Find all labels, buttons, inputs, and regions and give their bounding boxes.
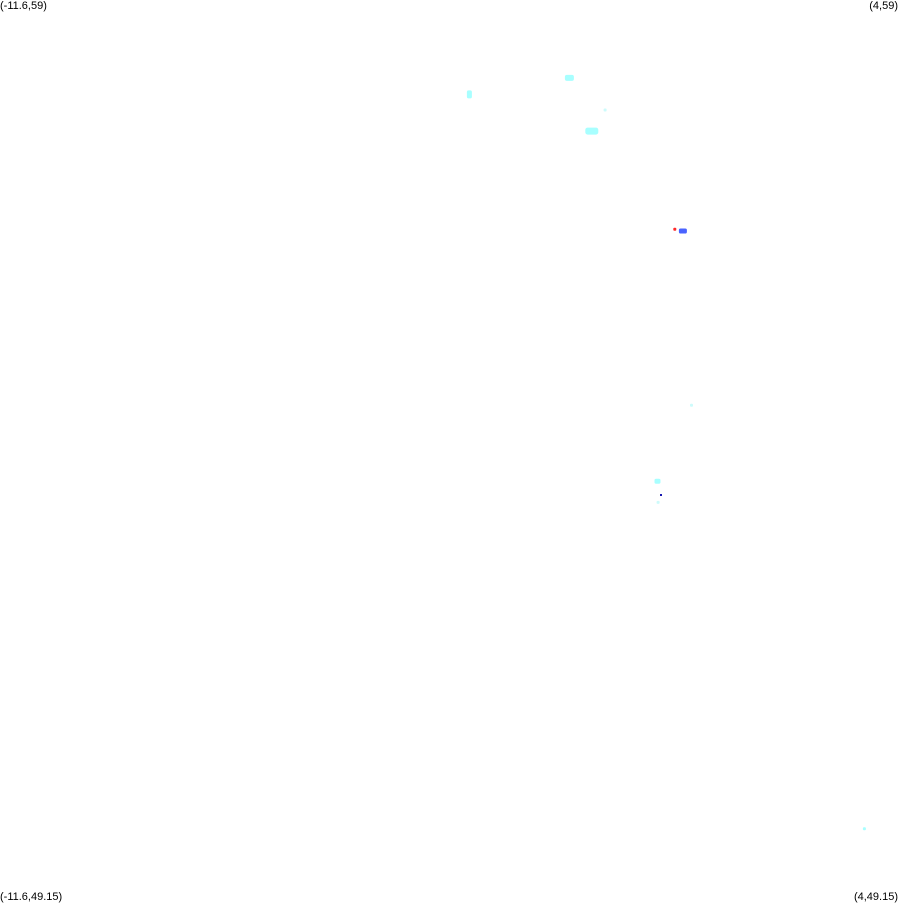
map-marker-light-cyan [603,108,607,112]
marker-layer [466,74,866,831]
corner-label-bottom-left: (-11.6,49.15) [0,891,63,903]
corner-label-bottom-right: (4,49.15) [853,891,898,903]
map-marker-light-cyan [690,403,693,407]
map-marker-cyan [585,127,599,135]
map-marker-light-cyan [656,500,660,504]
map-marker-cyan [862,827,866,831]
map-marker-cyan [654,478,661,484]
map-marker-cyan [466,90,472,99]
map-marker-cyan [564,74,574,81]
map-marker-red [673,227,677,231]
corner-label-top-right: (4,59) [869,0,898,12]
map-marker-blue [678,228,687,234]
corner-label-top-left: (-11.6,59) [0,0,47,12]
map-marker-dark-blue [660,494,662,496]
